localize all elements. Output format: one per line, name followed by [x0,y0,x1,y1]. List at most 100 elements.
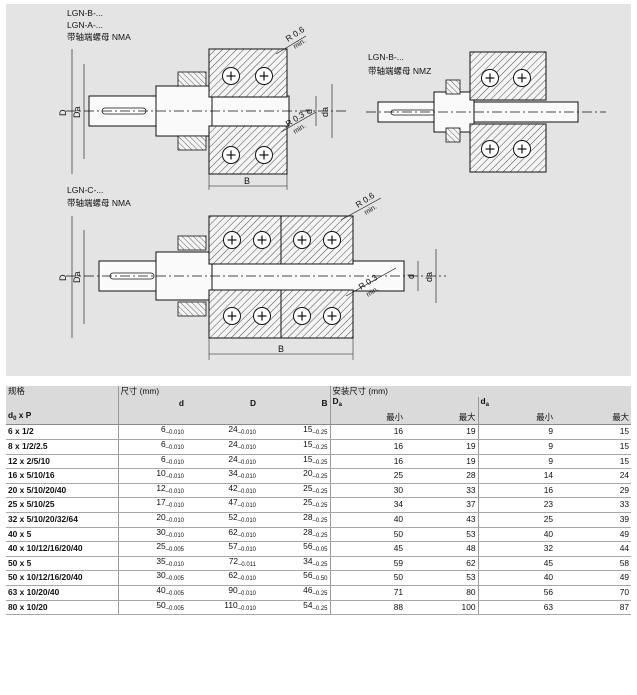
D-cell: 62–0.010 [186,570,258,586]
Da-min-cell: 25 [329,468,406,484]
B-cell: 15–0.25 [258,439,331,455]
D-cell: 24–0.010 [186,439,258,455]
header-row-2: d D B Da da [6,397,632,411]
da-max-cell: 70 [555,585,632,601]
Da-min-cell: 16 [329,454,406,470]
bottom-dim-D: D [58,274,68,281]
da-max-cell: 15 [555,454,632,470]
Da-max-cell: 62 [405,556,479,572]
da-max-cell: 87 [555,600,632,616]
D-cell: 110–0.010 [186,600,258,616]
Da-max-cell: 53 [405,527,479,543]
top-dim-Da: Da [72,106,82,118]
da-max-cell: 39 [555,512,632,528]
size-cell: 50 x 5 [6,556,118,572]
right-label-1: LGN-B-... [368,52,404,62]
size-cell: 6 x 1/2 [6,424,118,440]
header-size: d0 x P [6,410,118,426]
D-cell: 62–0.010 [186,527,258,543]
header-B: B [258,397,331,411]
Da-max-cell: 43 [405,512,479,528]
size-cell: 63 x 10/20/40 [6,585,118,601]
header-Da: Da [329,397,479,411]
da-max-cell: 15 [555,439,632,455]
D-cell: 42–0.010 [186,483,258,499]
d-cell: 35–0.010 [117,556,186,572]
top-assembly-view: LGN-B-... LGN-A-... 带轴端螺母 NMA D Da d da … [58,8,346,190]
Da-min-cell: 88 [329,600,406,616]
top-label-2: LGN-A-... [67,20,103,30]
bottom-label-1: LGN-C-... [67,185,103,195]
Da-min-cell: 71 [329,585,406,601]
bottom-dim-Da: Da [72,271,82,283]
header-dims: 尺寸 (mm) [117,386,331,398]
B-cell: 25–0.25 [258,497,331,513]
header-d: d [117,397,186,411]
Da-min-cell: 59 [329,556,406,572]
da-min-cell: 40 [477,527,556,543]
D-cell: 72–0.011 [186,556,258,572]
header-da-min: 最小 [477,410,556,426]
Da-max-cell: 80 [405,585,479,601]
da-max-cell: 49 [555,527,632,543]
right-assembly-view: LGN-B-... 带轴端螺母 NMZ [366,51,606,173]
D-cell: 34–0.010 [186,468,258,484]
Da-max-cell: 33 [405,483,479,499]
d-cell: 50–0.005 [117,600,186,616]
bottom-dim-B: B [278,344,284,354]
da-min-cell: 9 [477,439,556,455]
size-cell: 16 x 5/10/16 [6,468,118,484]
da-max-cell: 29 [555,483,632,499]
d-cell: 6–0.010 [117,454,186,470]
top-dim-B: B [244,176,250,186]
Da-min-cell: 16 [329,439,406,455]
size-cell: 50 x 10/12/16/20/40 [6,570,118,586]
da-min-cell: 56 [477,585,556,601]
da-min-cell: 14 [477,468,556,484]
B-cell: 20–0.25 [258,468,331,484]
Da-min-cell: 30 [329,483,406,499]
B-cell: 28–0.25 [258,512,331,528]
header-D: D [186,397,258,411]
Da-max-cell: 19 [405,439,479,455]
d-cell: 20–0.010 [117,512,186,528]
d-cell: 40–0.005 [117,585,186,601]
header-da-max: 最大 [555,410,632,426]
D-cell: 57–0.010 [186,541,258,557]
da-min-cell: 9 [477,424,556,440]
da-max-cell: 49 [555,570,632,586]
B-cell: 34–0.25 [258,556,331,572]
top-dim-D: D [58,109,68,116]
header-row-1: 规格 尺寸 (mm) 安装尺寸 (mm) [6,386,632,398]
B-cell: 28–0.25 [258,527,331,543]
da-min-cell: 45 [477,556,556,572]
header-Da-min: 最小 [329,410,406,426]
d-cell: 30–0.005 [117,570,186,586]
right-label-2: 带轴端螺母 NMZ [368,66,431,76]
D-cell: 47–0.010 [186,497,258,513]
Da-min-cell: 40 [329,512,406,528]
Da-max-cell: 19 [405,424,479,440]
B-cell: 15–0.25 [258,424,331,440]
da-min-cell: 63 [477,600,556,616]
top-dim-d: d [304,109,314,114]
B-cell: 46–0.25 [258,585,331,601]
size-cell: 12 x 2/5/10 [6,454,118,470]
Da-min-cell: 50 [329,527,406,543]
da-min-cell: 16 [477,483,556,499]
da-max-cell: 58 [555,556,632,572]
d-cell: 10–0.010 [117,468,186,484]
d-cell: 25–0.005 [117,541,186,557]
top-label-1: LGN-B-... [67,8,103,18]
da-min-cell: 23 [477,497,556,513]
da-min-cell: 25 [477,512,556,528]
